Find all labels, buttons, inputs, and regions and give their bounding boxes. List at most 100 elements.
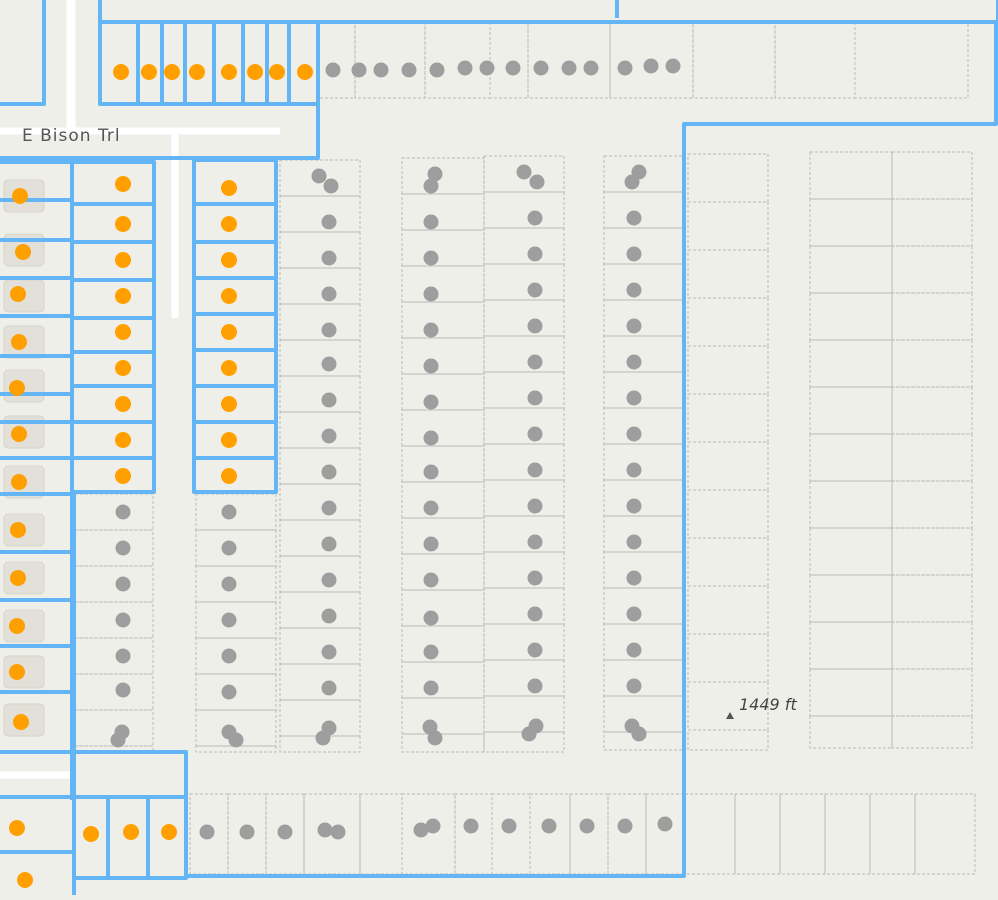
point[interactable]	[423, 572, 439, 588]
point[interactable]	[527, 318, 543, 334]
point[interactable]	[321, 572, 337, 588]
point[interactable]	[115, 540, 131, 556]
point[interactable]	[541, 818, 557, 834]
point[interactable]	[626, 390, 642, 406]
point[interactable]	[479, 60, 495, 76]
point[interactable]	[626, 282, 642, 298]
point[interactable]	[423, 644, 439, 660]
point[interactable]	[427, 166, 443, 182]
point[interactable]	[373, 62, 389, 78]
point[interactable]	[221, 612, 237, 628]
highlighted-point[interactable]	[164, 64, 180, 80]
highlighted-point[interactable]	[113, 64, 129, 80]
highlighted-point[interactable]	[11, 426, 27, 442]
point[interactable]	[527, 426, 543, 442]
point[interactable]	[617, 60, 633, 76]
point[interactable]	[423, 250, 439, 266]
point[interactable]	[527, 642, 543, 658]
point[interactable]	[110, 732, 126, 748]
highlighted-point[interactable]	[10, 570, 26, 586]
highlighted-point[interactable]	[10, 286, 26, 302]
point[interactable]	[321, 356, 337, 372]
boundary-north-strip[interactable]	[98, 0, 998, 24]
point[interactable]	[529, 174, 545, 190]
point[interactable]	[505, 60, 521, 76]
point[interactable]	[317, 822, 333, 838]
point[interactable]	[463, 818, 479, 834]
boundary-northwest[interactable]	[0, 0, 46, 106]
point[interactable]	[631, 726, 647, 742]
point[interactable]	[527, 462, 543, 478]
point[interactable]	[429, 62, 445, 78]
point[interactable]	[626, 210, 642, 226]
point[interactable]	[533, 60, 549, 76]
point[interactable]	[626, 426, 642, 442]
point[interactable]	[321, 214, 337, 230]
point[interactable]	[221, 504, 237, 520]
point[interactable]	[423, 536, 439, 552]
point[interactable]	[228, 732, 244, 748]
highlighted-point[interactable]	[221, 396, 237, 412]
highlighted-point[interactable]	[221, 288, 237, 304]
point[interactable]	[325, 62, 341, 78]
highlighted-point[interactable]	[115, 324, 131, 340]
point[interactable]	[401, 62, 417, 78]
point[interactable]	[221, 540, 237, 556]
boundary-east[interactable]	[188, 22, 998, 878]
highlighted-point[interactable]	[9, 380, 25, 396]
highlighted-point[interactable]	[221, 216, 237, 232]
boundary-road-edge[interactable]	[0, 104, 320, 160]
point[interactable]	[624, 174, 640, 190]
point[interactable]	[527, 534, 543, 550]
highlighted-point[interactable]	[17, 872, 33, 888]
point[interactable]	[199, 824, 215, 840]
point[interactable]	[315, 730, 331, 746]
highlighted-point[interactable]	[115, 396, 131, 412]
point[interactable]	[330, 824, 346, 840]
point[interactable]	[626, 354, 642, 370]
point[interactable]	[423, 464, 439, 480]
highlighted-point[interactable]	[115, 216, 131, 232]
point-layer[interactable]	[9, 58, 681, 889]
point[interactable]	[626, 678, 642, 694]
highlighted-point[interactable]	[115, 288, 131, 304]
highlighted-point[interactable]	[9, 820, 25, 836]
point[interactable]	[321, 250, 337, 266]
point[interactable]	[321, 680, 337, 696]
highlighted-point[interactable]	[123, 824, 139, 840]
point[interactable]	[423, 214, 439, 230]
highlighted-point[interactable]	[141, 64, 157, 80]
point[interactable]	[321, 464, 337, 480]
point[interactable]	[323, 178, 339, 194]
highlighted-point[interactable]	[115, 432, 131, 448]
highlighted-point[interactable]	[11, 474, 27, 490]
highlighted-point[interactable]	[221, 324, 237, 340]
point[interactable]	[423, 178, 439, 194]
point[interactable]	[423, 680, 439, 696]
point[interactable]	[239, 824, 255, 840]
point[interactable]	[321, 392, 337, 408]
point[interactable]	[115, 576, 131, 592]
point[interactable]	[321, 536, 337, 552]
highlighted-point[interactable]	[11, 334, 27, 350]
boundary-center-stack[interactable]	[192, 158, 278, 494]
highlighted-point[interactable]	[221, 432, 237, 448]
point[interactable]	[221, 576, 237, 592]
boundary-south-west[interactable]	[0, 750, 188, 880]
highlighted-point[interactable]	[221, 64, 237, 80]
point[interactable]	[423, 610, 439, 626]
point[interactable]	[626, 534, 642, 550]
highlighted-point[interactable]	[221, 180, 237, 196]
point[interactable]	[425, 818, 441, 834]
point[interactable]	[501, 818, 517, 834]
point[interactable]	[626, 318, 642, 334]
point[interactable]	[277, 824, 293, 840]
highlighted-point[interactable]	[9, 618, 25, 634]
point[interactable]	[427, 730, 443, 746]
point[interactable]	[311, 168, 327, 184]
boundary-top-row[interactable]	[98, 22, 320, 106]
point[interactable]	[423, 430, 439, 446]
highlighted-point[interactable]	[115, 252, 131, 268]
